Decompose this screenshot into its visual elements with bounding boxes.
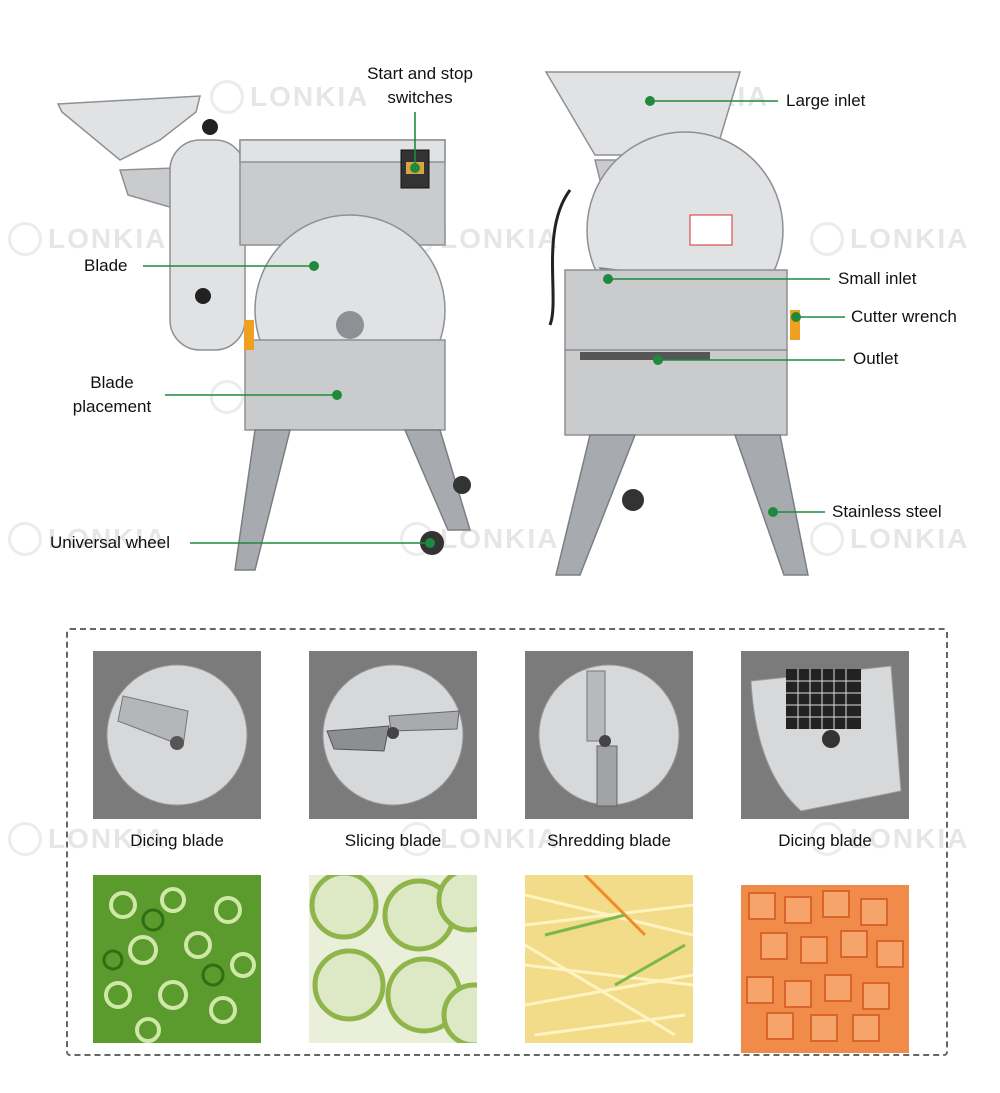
shredding-blade-icon	[538, 664, 680, 807]
blade-placement-box	[244, 339, 446, 431]
caption-dicing-blade-2: Dicing blade	[778, 831, 872, 850]
food-photo-potato-shreds	[525, 875, 693, 1043]
blade-options-panel	[66, 628, 948, 1056]
potato-shreds-icon	[525, 875, 693, 1037]
wrench-icon	[244, 320, 254, 350]
wheel-icon	[622, 489, 644, 511]
label-outlet: Outlet	[853, 349, 899, 368]
outlet-slot	[580, 352, 710, 360]
label-cutter-wrench: Cutter wrench	[851, 307, 957, 326]
front-outlet-box	[564, 349, 788, 436]
knob-icon	[202, 119, 218, 135]
wheel-icon	[453, 476, 471, 494]
green-onion-rings-icon	[102, 887, 256, 1043]
callout-dot	[410, 163, 420, 173]
carrot-cubes-icon	[746, 890, 904, 1042]
knob-icon	[195, 288, 211, 304]
label-universal-wheel: Universal wheel	[50, 533, 170, 552]
callout-dot	[332, 390, 342, 400]
warning-label	[689, 214, 733, 246]
caption-slicing-blade: Slicing blade	[344, 831, 442, 850]
blade-image-dicing	[93, 651, 261, 819]
callout-dot	[603, 274, 613, 284]
label-blade-placement: Blade placement	[72, 373, 152, 416]
blade-image-slicing	[309, 651, 477, 819]
label-large-inlet: Large inlet	[786, 91, 866, 110]
label-stainless-steel: Stainless steel	[832, 502, 942, 521]
callout-lines	[143, 96, 845, 548]
front-leg	[555, 434, 637, 576]
side-leg	[234, 429, 291, 571]
callout-dot	[309, 261, 319, 271]
zucchini-slices-icon	[309, 875, 477, 1043]
blade-image-shredding	[525, 651, 693, 819]
side-leg	[403, 429, 472, 531]
wrench-icon	[790, 310, 800, 340]
dicing-blade-icon	[106, 664, 248, 806]
callout-dot	[791, 312, 801, 322]
callout-dot	[425, 538, 435, 548]
food-photo-carrot-cubes	[741, 885, 909, 1053]
blade-image-dicing-grid	[741, 651, 909, 819]
callout-dot	[645, 96, 655, 106]
slicing-blade-icon	[322, 664, 464, 806]
caption-shredding-blade: Shredding blade	[547, 831, 671, 850]
food-photo-green-onion	[93, 875, 261, 1043]
label-start-stop: Start and stop switches	[367, 64, 473, 107]
caption-dicing-blade: Dicing blade	[130, 831, 224, 850]
callout-dot	[653, 355, 663, 365]
power-cord	[548, 189, 572, 326]
label-small-inlet: Small inlet	[838, 269, 917, 288]
front-body	[564, 269, 788, 351]
food-photo-zucchini	[309, 875, 477, 1043]
side-body-top	[239, 139, 446, 163]
callout-dot	[768, 507, 778, 517]
front-leg	[733, 434, 809, 576]
logo-icon	[8, 822, 42, 856]
label-blade: Blade	[84, 256, 128, 275]
side-hopper	[56, 95, 201, 161]
machine-side-view	[56, 95, 472, 571]
blade-hub	[336, 311, 364, 339]
dicing-grid-icon	[750, 665, 902, 812]
